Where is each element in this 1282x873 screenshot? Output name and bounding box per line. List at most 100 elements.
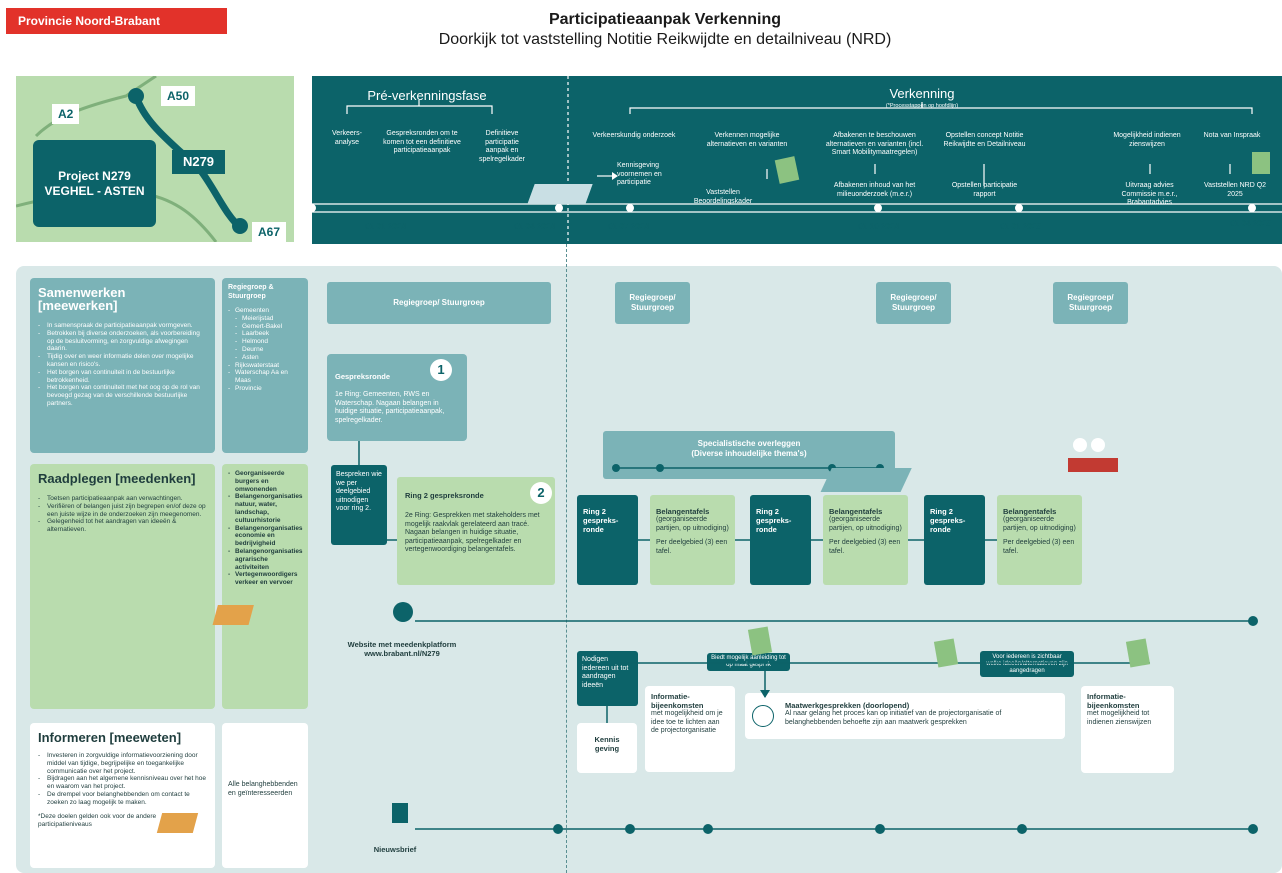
- step-number-1: 1: [430, 359, 452, 381]
- group-item: Meierijstad: [228, 315, 302, 323]
- group-item: Helmond: [228, 338, 302, 346]
- ring2-text: 2e Ring: Gesprekken met stakeholders met…: [405, 512, 540, 553]
- samenwerken-goals: In samenspraak de participatieaanpak vor…: [38, 322, 207, 408]
- bijeenkomst-text: met mogelijkheid om je idee toe te licht…: [651, 710, 723, 734]
- road-label-a2: A2: [52, 104, 80, 124]
- specialistische-overleggen-box: Specialistische overleggen (Diverse inho…: [603, 431, 895, 479]
- date-2024-01: 01-01-2024: [365, 222, 406, 231]
- tafel-text: (georganiseerde partijen, op uitnodiging…: [1003, 516, 1076, 532]
- timeline-brackets: [312, 76, 1282, 244]
- page-title: Participatieaanpak Verkenning: [548, 11, 782, 28]
- regiegroep-box-3: Regiegroep/ Stuurgroep: [876, 282, 951, 324]
- pre-step-2: Gespreksronden om te komen tot een defin…: [383, 130, 461, 154]
- date-2024-04: 01-04-2024: [514, 222, 555, 231]
- aanleiding-label: Biedt mogelijk aanleiding tot op maat ge…: [707, 653, 790, 671]
- informeren-goals: Investeren in zorgvuldige informatievoor…: [38, 752, 207, 807]
- tafel-text: (georganiseerde partijen, op uitnodiging…: [829, 516, 902, 532]
- date-2025-04: 01-04-2025: [1230, 219, 1271, 228]
- step-afbakenen: Afbakenen te beschouwen alternatieven en…: [825, 132, 924, 156]
- website-label[interactable]: Website met meedenkplatform www.brabant.…: [347, 640, 457, 658]
- informatiebijeenkomst-box-1: Informatie-bijeenkomsten met mogelijkhei…: [645, 686, 735, 772]
- group-item: Gemeenten: [228, 307, 302, 315]
- gespreksronde-text: 1e Ring: Gemeenten, RWS en Waterschap. N…: [335, 391, 445, 424]
- group-item: Georganiseerde burgers en omwonenden: [228, 470, 302, 493]
- samenwerken-goal-2: Betrokken bij diverse onderzoeken, als v…: [38, 330, 207, 353]
- samenwerken-group-list: Gemeenten Meierijstad Gemert-Bakel Laarb…: [228, 307, 302, 393]
- samenwerken-goal-5: Het borgen van continuiteit met het oog …: [38, 384, 207, 407]
- tafel-title: Belangentafels: [1003, 507, 1057, 516]
- road-label-n279: N279: [172, 150, 225, 174]
- step-milieuonderzoek: Afbakenen inhoud van het milieuonderzoek…: [833, 182, 916, 198]
- project-name: Project N279: [58, 168, 131, 183]
- project-label: Project N279 VEGHEL - ASTEN: [33, 140, 156, 227]
- samenwerken-panel: Samenwerken [meewerken] In samenspraak d…: [30, 278, 215, 453]
- informeren-note: *Deze doelen gelden ook voor de andere p…: [38, 812, 157, 829]
- belangentafel-box-1: Belangentafels (georganiseerde partijen,…: [650, 495, 735, 585]
- step-number-2: 2: [530, 482, 552, 504]
- step-kennisgeving: Kennisgeving voornemen en participatie: [617, 162, 662, 186]
- ring2-gespreksronde-box: Ring 2 gespreksronde 2e Ring: Gesprekken…: [397, 477, 555, 585]
- informeren-goal-3: De drempel voor belanghebbenden om conta…: [38, 791, 207, 807]
- regiegroep-box-1: Regiegroep/ Stuurgroep: [327, 282, 551, 324]
- tafel-text2: Per deelgebied (3) een tafel.: [1003, 539, 1075, 555]
- tafel-title: Belangentafels: [829, 507, 883, 516]
- tafel-text2: Per deelgebied (3) een tafel.: [829, 539, 901, 555]
- specialist-title: Specialistische overleggen: [697, 439, 801, 448]
- road-label-a50: A50: [161, 86, 196, 106]
- samenwerken-title: Samenwerken [meewerken]: [38, 285, 126, 313]
- group-item: Deurne: [228, 346, 302, 354]
- maatwerk-box: Maatwerkgesprekken (doorlopend) Al naar …: [745, 693, 1065, 739]
- samenwerken-goal-4: Het borgen van continuiteit in de bestuu…: [38, 369, 207, 385]
- tafel-title: Belangentafels: [656, 507, 710, 516]
- samenwerken-goal-1: In samenspraak de participatieaanpak vor…: [38, 322, 207, 330]
- gespreksronde-title: Gespreksronde: [335, 372, 391, 381]
- group-item: Asten: [228, 354, 302, 362]
- bijeenkomst-title: Informatie-bijeenkomsten: [651, 692, 704, 710]
- ring2-box-1: Ring 2 gespreks-ronde: [577, 495, 638, 585]
- raadplegen-panel: Raadplegen [meedenken] Toetsen participa…: [30, 464, 215, 709]
- pre-step-3: Definitieve participatie aanpak en spelr…: [479, 130, 525, 163]
- project-route: VEGHEL - ASTEN: [44, 183, 145, 198]
- informeren-panel: Informeren [meeweten] Investeren in zorg…: [30, 723, 215, 868]
- group-item: Laarbeek: [228, 330, 302, 338]
- belangentafel-box-2: Belangentafels (georganiseerde partijen,…: [823, 495, 908, 585]
- specialist-sub: (Diverse inhoudelijke thema's): [691, 449, 807, 458]
- raadplegen-group-list: Georganiseerde burgers en omwonenden Bel…: [228, 470, 303, 587]
- date-2024-07: 01-07-2024: [608, 222, 649, 231]
- bijeenkomst2-title: Informatie-bijeenkomsten: [1087, 692, 1140, 710]
- step-verkeerskundig: Verkeerskundig onderzoek: [592, 132, 676, 139]
- informeren-group-panel: Alle belanghebbenden en geïnteresseerden: [222, 723, 308, 868]
- pre-step-1: Verkeers-analyse: [332, 130, 362, 146]
- informatiebijeenkomst-box-2: Informatie-bijeenkomsten met mogelijkhei…: [1081, 686, 1174, 773]
- informeren-goal-2: Bijdragen aan het algemene kennisniveau …: [38, 775, 207, 791]
- maatwerk-title: Maatwerkgesprekken (doorlopend): [785, 701, 910, 710]
- bijeenkomst2-text: met mogelijkheid tot indienen zienswijze…: [1087, 710, 1152, 726]
- step-zienswijzen: Mogelijkheid indienen zienswijzen: [1113, 132, 1181, 148]
- group-item: Belangenorganisaties natuur, water, land…: [228, 493, 303, 524]
- nieuwsbrief-label[interactable]: Nieuwsbrief: [373, 845, 417, 854]
- brand-label: Provincie Noord-Brabant: [6, 8, 227, 34]
- step-nota-inspraak: Nota van Inspraak: [1203, 132, 1261, 139]
- kennisgeving-box: Kennis geving: [577, 723, 637, 773]
- regiegroep-box-4: Regiegroep/ Stuurgroep: [1053, 282, 1128, 324]
- informeren-goal-1: Investeren in zorgvuldige informatievoor…: [38, 752, 207, 775]
- maatwerk-circle-icon: [752, 705, 774, 727]
- pre-phase-title: Pré-verkenningsfase: [367, 88, 487, 103]
- tafel-text2: Per deelgebied (3) een tafel.: [656, 539, 728, 555]
- ring2-title: Ring 2 gespreksronde: [405, 491, 484, 500]
- samenwerken-group-title: Regiegroep & Stuurgroep: [228, 284, 274, 300]
- nodigen-box: Nodigen iedereen uit tot aandragen ideeë…: [577, 651, 638, 706]
- samenwerken-goal-3: Tijdig over en weer informatie delen ove…: [38, 353, 207, 369]
- step-verkennen: Verkennen mogelijke alternatieven en var…: [706, 132, 788, 148]
- step-rapport: Opstellen participatie rapport: [951, 182, 1018, 198]
- step-advies: Uitvraag advies Commissie m.e.r., Braban…: [1121, 182, 1178, 206]
- group-item: Belangenorganisaties agrarische activite…: [228, 548, 303, 571]
- raadplegen-goal-2: Verifiëren of belangen juist zijn begrep…: [38, 503, 207, 519]
- bespreken-box: Bespreken wie we per deelgebied uitnodig…: [331, 465, 387, 545]
- ring2-box-3: Ring 2 gespreks-ronde: [924, 495, 985, 585]
- zichtbaar-label: Voor iedereen is zichtbaar welke ideeën/…: [980, 651, 1074, 677]
- informeren-title: Informeren [meeweten]: [38, 730, 182, 745]
- belangentafel-box-3: Belangentafels (georganiseerde partijen,…: [997, 495, 1082, 585]
- step-vaststellen-nrd: Vaststellen NRD Q2 2025: [1203, 182, 1267, 198]
- raadplegen-group-panel: Georganiseerde burgers en omwonenden Bel…: [222, 464, 308, 709]
